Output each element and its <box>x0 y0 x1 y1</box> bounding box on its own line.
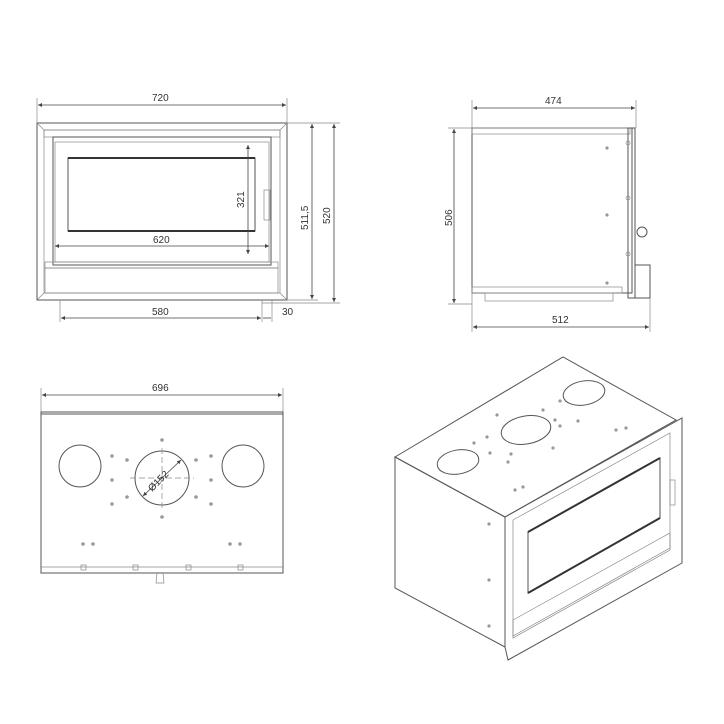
dim-label-512: 512 <box>552 315 569 326</box>
dim-label-520: 520 <box>322 207 333 224</box>
front-view: 720 620 321 511,5 520 580 30 <box>36 93 340 322</box>
glass-window <box>67 157 256 232</box>
air-outlet-left <box>58 444 102 488</box>
dim-label-321: 321 <box>236 191 247 208</box>
side-view: 474 506 512 <box>444 96 651 332</box>
door <box>52 136 272 266</box>
dim-label-580: 580 <box>152 307 169 318</box>
dim-label-506: 506 <box>444 209 455 226</box>
top-view: 696 Ø152 <box>40 383 284 584</box>
iso-top-face <box>393 356 678 518</box>
outer-frame <box>36 122 288 301</box>
top-plate <box>40 411 284 574</box>
air-outlet-right <box>221 444 265 488</box>
dim-label-696: 696 <box>152 383 169 394</box>
iso-side-face <box>394 456 506 648</box>
iso-front-frame <box>504 417 683 661</box>
iso-glass <box>527 457 661 594</box>
dim-label-620: 620 <box>153 235 170 246</box>
dim-label-474: 474 <box>545 96 562 107</box>
dim-label-30: 30 <box>282 307 294 318</box>
isometric-view <box>393 356 683 661</box>
dim-label-511-5: 511,5 <box>300 205 311 230</box>
ash-lip <box>44 267 279 294</box>
dim-label-720: 720 <box>152 93 169 104</box>
side-body <box>471 127 633 294</box>
